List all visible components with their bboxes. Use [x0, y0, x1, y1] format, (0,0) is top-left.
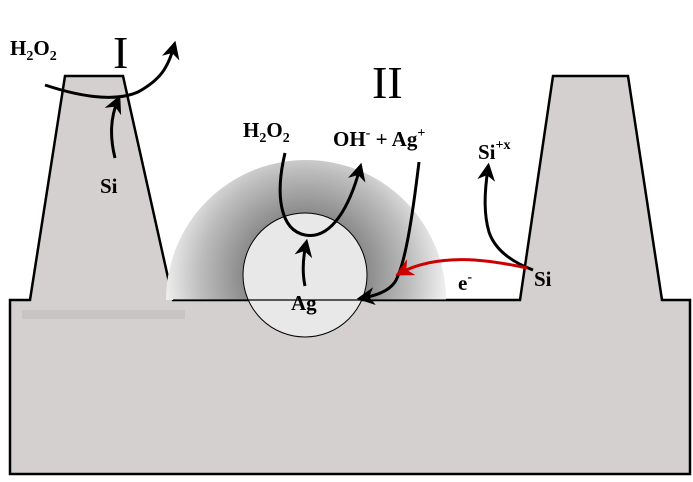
electron-label: e- — [458, 270, 472, 295]
right-si-label: Si — [534, 267, 552, 291]
electron-transfer-arrow-icon — [395, 258, 528, 276]
left-si-label: Si — [100, 174, 118, 198]
ag-particle — [242, 212, 368, 338]
substrate-surface-band — [22, 310, 185, 319]
mid-h2o2-arrow-icon — [278, 152, 366, 237]
ag-ion-arrow-icon — [356, 161, 421, 305]
region-one-label: I — [113, 27, 128, 78]
left-si-arrow-icon — [104, 95, 122, 159]
si-ion-arrow-icon — [477, 162, 534, 272]
left-h2o2-label: H2O2 — [10, 36, 57, 64]
ag-arrow-icon — [294, 238, 313, 287]
left-h2o2-arrow-icon — [44, 40, 180, 99]
si-ion-label: Si+x — [478, 138, 511, 164]
silicon-substrate — [8, 74, 692, 476]
products-label: OH- + Ag+ — [333, 126, 425, 151]
ag-label: Ag — [291, 291, 317, 315]
region-two-label: II — [372, 57, 403, 108]
mid-h2o2-label: H2O2 — [243, 118, 290, 146]
